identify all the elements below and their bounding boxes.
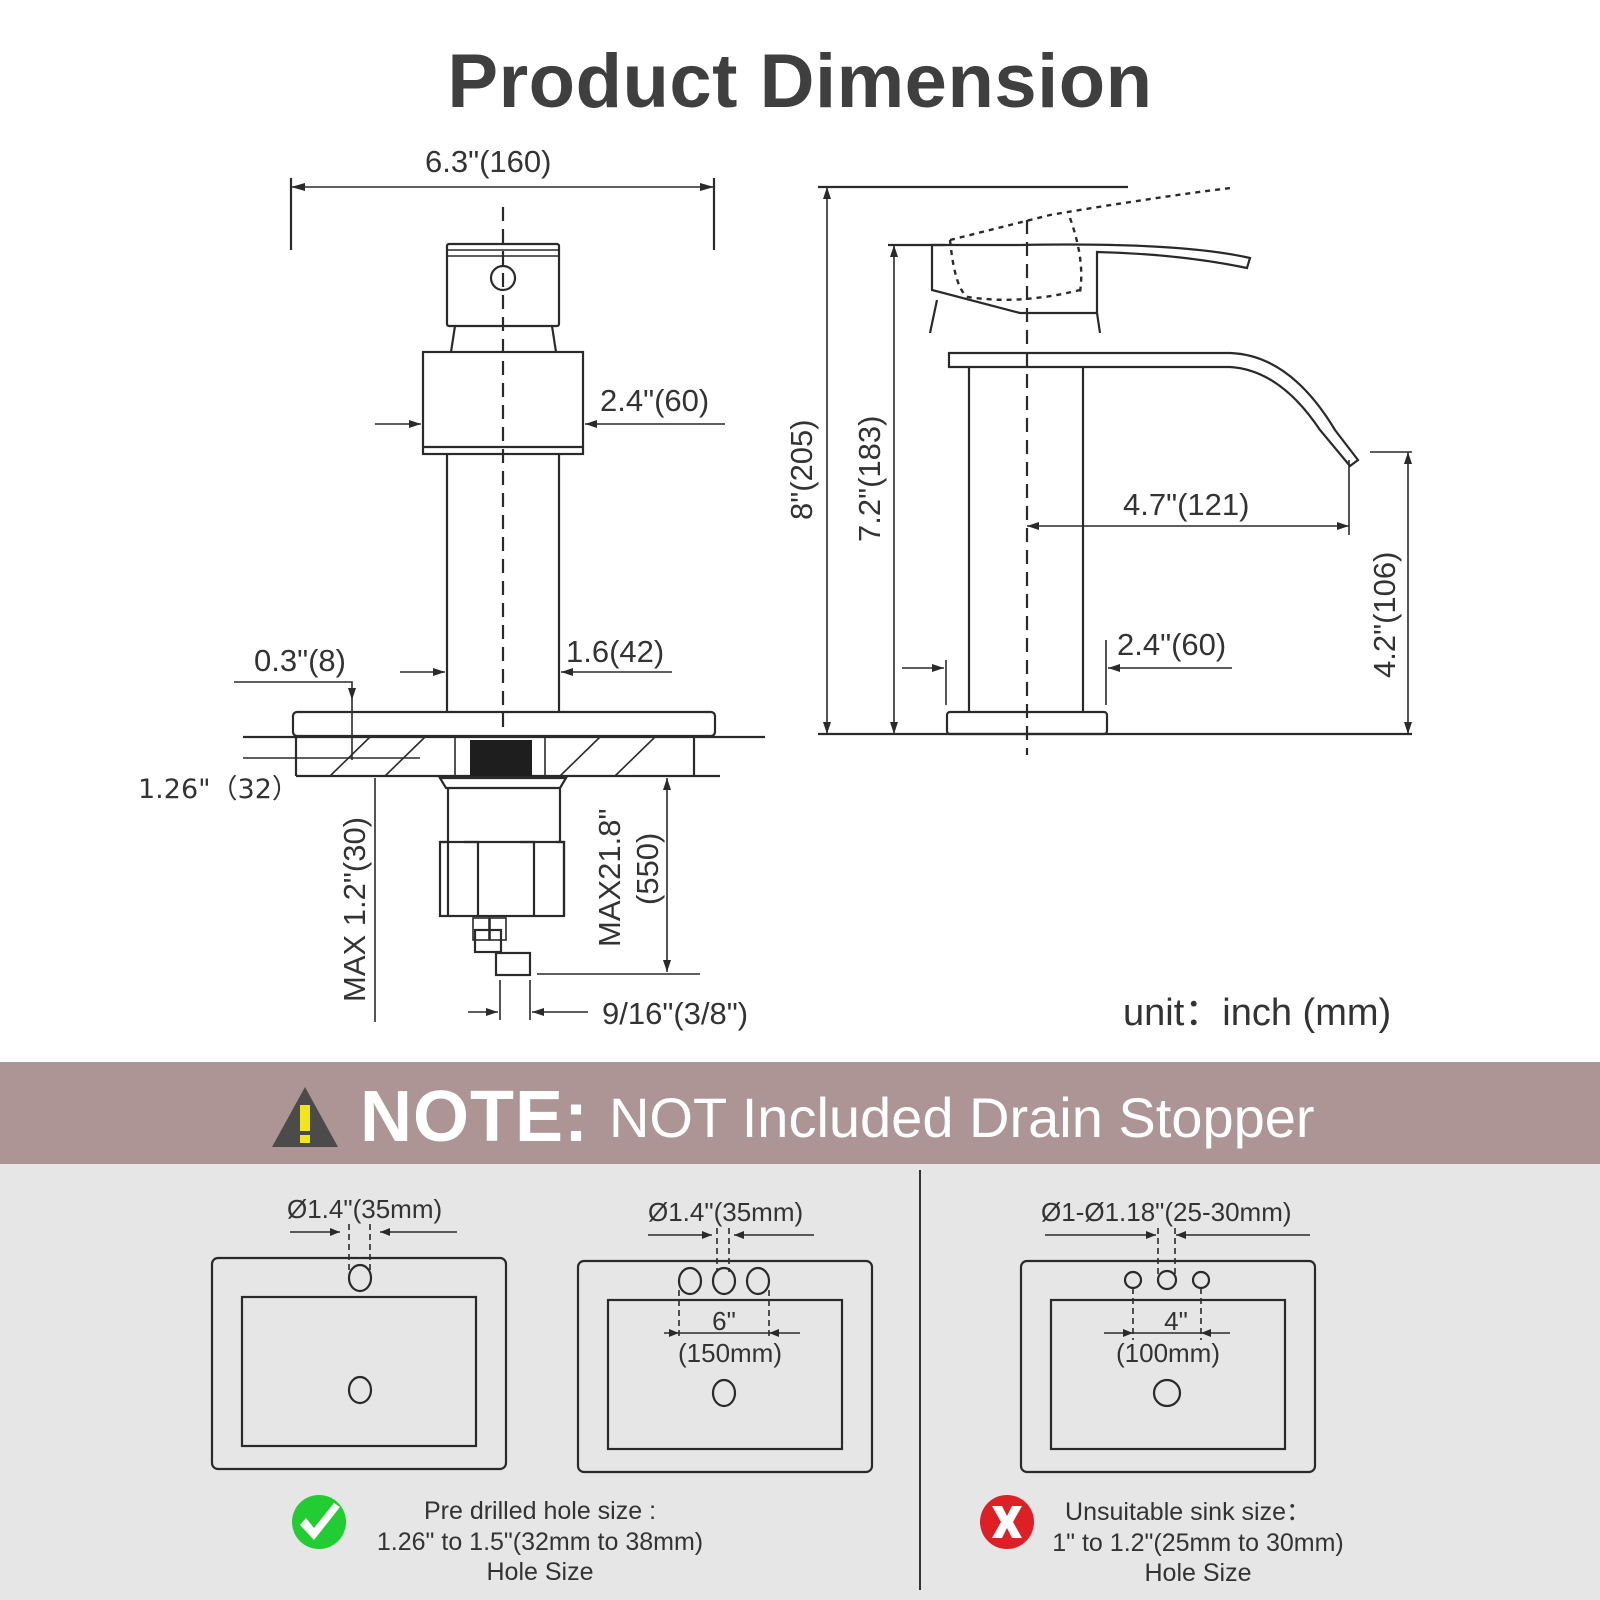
dimension-drawing: 6.3"(160) 2.4"(60) 1.6(42) 0.3"(8) [138, 144, 1412, 1034]
x-icon [980, 1495, 1034, 1549]
warning-icon [270, 1085, 340, 1149]
note-banner [0, 1062, 1600, 1164]
spout-height-label: 4.2"(106) [1367, 552, 1402, 678]
connector-size-label: 9/16"(3/8") [602, 996, 748, 1031]
sink-3-spacing-in: 4" [1164, 1306, 1188, 1336]
suitable-line-3: Hole Size [487, 1558, 594, 1586]
note-text: NOT Included Drain Stopper [608, 1085, 1315, 1149]
sink-2-hole-label: Ø1.4"(35mm) [648, 1197, 803, 1227]
deck-plate-thickness-label: 0.3"(8) [254, 643, 346, 678]
base-width-label: 2.4"(60) [1117, 627, 1226, 662]
sink-3-hole-label: Ø1-Ø1.18"(25-30mm) [1041, 1197, 1292, 1227]
unsuitable-line-1: Unsuitable sink size： [1065, 1498, 1311, 1526]
max-hose-length-label: MAX21.8" [592, 808, 627, 947]
overall-width-label: 6.3"(160) [425, 144, 551, 179]
note-row: NOTE: NOT Included Drain Stopper [270, 1072, 1315, 1162]
sink-compatibility-panel [0, 1164, 1600, 1600]
handle-width-label: 2.4"(60) [600, 383, 709, 418]
faucet-height-label: 7.2"(183) [852, 416, 887, 542]
sink-2-spacing-in: 6" [712, 1306, 736, 1336]
max-hose-length-mm-label: (550) [630, 833, 665, 905]
hole-diameter-label: 1.26"（32） [138, 774, 299, 805]
body-diameter-label: 1.6(42) [566, 634, 664, 669]
note-label: NOTE: [360, 1077, 589, 1157]
side-view: 8"(205) 7.2"(183) 4.7"(121) [784, 185, 1412, 755]
unsuitable-caption: Unsuitable sink size： 1" to 1.2"(25mm to… [980, 1495, 1344, 1587]
sink-2-spacing-mm: (150mm) [678, 1338, 782, 1368]
sink-1-hole-label: Ø1.4"(35mm) [287, 1194, 442, 1224]
max-height-label: 8"(205) [784, 419, 819, 520]
unsuitable-line-3: Hole Size [1145, 1559, 1252, 1587]
unsuitable-line-2: 1" to 1.2"(25mm to 30mm) [1052, 1529, 1343, 1557]
unit-label: unit：inch (mm) [1123, 992, 1391, 1034]
check-icon [292, 1495, 346, 1549]
max-deck-thickness-label: MAX 1.2"(30) [337, 817, 372, 1002]
sink-three-hole-6in: Ø1.4"(35mm) 6" (150mm) [576, 1197, 874, 1474]
sink-3-spacing-mm: (100mm) [1116, 1338, 1220, 1368]
suitable-line-2: 1.26" to 1.5"(32mm to 38mm) [377, 1528, 703, 1556]
spout-reach-label: 4.7"(121) [1123, 487, 1249, 522]
sink-three-hole-4in: Ø1-Ø1.18"(25-30mm) 4" (100mm) [1019, 1197, 1317, 1474]
sink-single-hole: Ø1.4"(35mm) [210, 1194, 508, 1471]
suitable-line-1: Pre drilled hole size : [424, 1497, 656, 1525]
front-view: 6.3"(160) 2.4"(60) 1.6(42) 0.3"(8) [138, 144, 765, 1031]
page-title: Product Dimension [447, 39, 1153, 124]
suitable-caption: Pre drilled hole size : 1.26" to 1.5"(32… [292, 1495, 703, 1586]
